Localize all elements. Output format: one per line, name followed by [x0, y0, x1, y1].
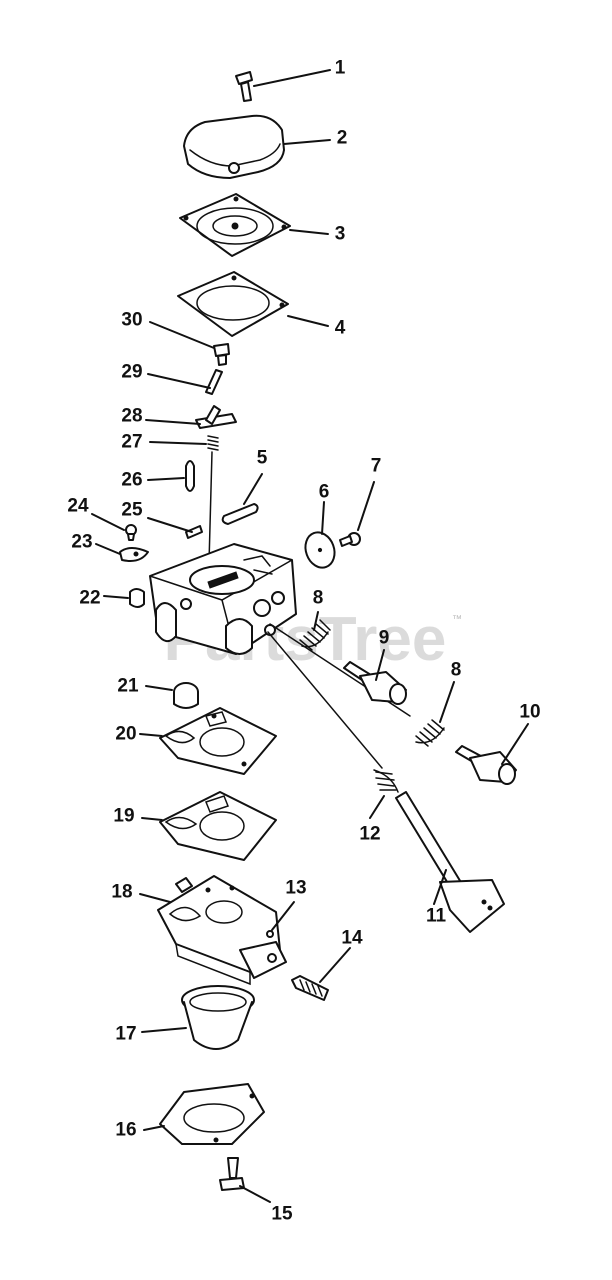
callout-22: 22 [79, 588, 100, 609]
callout-14: 14 [341, 928, 363, 949]
part-11-throttle-lever [395, 791, 505, 933]
part-20-diaphragm [159, 707, 277, 775]
part-9-needle-screw [343, 661, 407, 705]
callout-15: 15 [271, 1204, 293, 1225]
part-12-spring [373, 769, 399, 793]
callout-2: 2 [337, 128, 348, 149]
callout-16: 16 [115, 1120, 136, 1141]
part-26-inlet-needle [185, 460, 195, 492]
lever-axis-line [267, 631, 383, 769]
part-29-pin [205, 369, 223, 395]
callout-13: 13 [285, 878, 306, 899]
part-28-lever [195, 405, 237, 429]
part-1-screw [235, 71, 253, 102]
callout-18: 18 [111, 882, 132, 903]
leader-lines [91, 69, 529, 1203]
callout-11: 11 [426, 906, 447, 927]
callout-7: 7 [371, 456, 382, 477]
callout-5: 5 [257, 448, 268, 469]
part-14-screw [291, 975, 329, 1001]
carburetor-body [149, 543, 297, 655]
part-4-gasket [177, 271, 289, 337]
callout-19: 19 [113, 806, 134, 827]
part-21-plug [173, 682, 199, 709]
callout-6: 6 [319, 482, 330, 503]
part-24-screw [125, 524, 137, 541]
callout-29: 29 [121, 362, 142, 383]
callout-labels: 1 2 3 4 5 6 7 8 9 8 10 11 12 13 14 15 16… [67, 58, 540, 1225]
callout-8b: 8 [451, 660, 462, 681]
part-6-disc [304, 531, 336, 569]
part-30-screw [213, 343, 230, 366]
part-3-pump-diaphragm [179, 193, 291, 257]
callout-10: 10 [519, 702, 540, 723]
callout-23: 23 [71, 532, 92, 553]
part-19-gasket [159, 791, 277, 861]
callout-12: 12 [359, 824, 380, 845]
callout-1: 1 [335, 58, 346, 79]
part-27-spring [207, 435, 219, 451]
callout-4: 4 [335, 318, 346, 339]
part-7-screw [339, 532, 361, 547]
callout-17: 17 [115, 1024, 136, 1045]
callout-9: 9 [379, 628, 390, 649]
part-22-plug [129, 588, 145, 608]
part-8-spring-upper [299, 619, 331, 651]
part-25-pin [185, 525, 203, 539]
callout-24: 24 [67, 496, 89, 517]
callout-20: 20 [115, 724, 136, 745]
callout-28: 28 [121, 406, 142, 427]
part-23-clip [119, 547, 149, 562]
callout-8a: 8 [313, 588, 324, 609]
callout-3: 3 [335, 224, 346, 245]
part-18-metering-cover [157, 875, 287, 986]
part-2-pump-cover [183, 114, 285, 179]
part-13-ball [266, 930, 274, 938]
part-10-needle-screw [455, 745, 517, 785]
trademark-symbol: ™ [452, 614, 462, 625]
part-17-filter-cup [181, 985, 255, 1050]
part-5-strip [221, 503, 259, 525]
callout-26: 26 [121, 470, 142, 491]
part-8-spring-lower [415, 719, 445, 747]
callout-25: 25 [121, 500, 143, 521]
callout-30: 30 [121, 310, 142, 331]
part-16-gasket [159, 1083, 265, 1145]
callout-21: 21 [117, 676, 139, 697]
callout-27: 27 [121, 432, 142, 453]
